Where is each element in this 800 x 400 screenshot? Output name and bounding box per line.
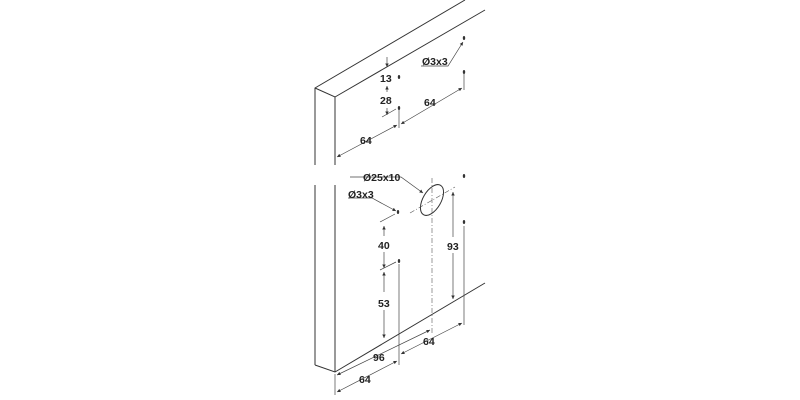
panel-outline — [314, 0, 486, 373]
cup-label: Ø25x10 — [363, 172, 401, 184]
dim-64-upper-edge: 64 — [360, 135, 372, 147]
dim-64-lower-edge: 64 — [359, 374, 371, 386]
lower-hole-label: Ø3x3 — [348, 189, 374, 201]
dim-93: 93 — [447, 241, 459, 253]
upper-dimensions — [336, 41, 465, 158]
hole-mark — [396, 210, 400, 214]
cup-hole — [409, 178, 456, 335]
hole-mark — [397, 259, 401, 263]
dim-96: 96 — [373, 352, 385, 364]
hole-mark — [462, 220, 466, 224]
dim-64-upper-horizontal: 64 — [424, 97, 436, 109]
upper-hole-label: Ø3x3 — [422, 56, 448, 68]
screw-holes — [396, 36, 466, 263]
hole-mark — [462, 70, 466, 74]
dim-13: 13 — [380, 73, 392, 85]
hole-mark — [462, 36, 466, 40]
hole-mark — [397, 75, 401, 79]
lower-dimensions — [334, 176, 465, 395]
dim-53: 53 — [378, 298, 390, 310]
dim-40: 40 — [378, 240, 390, 252]
dim-64-lower-horizontal: 64 — [423, 336, 435, 348]
hole-mark — [462, 174, 466, 178]
dim-28: 28 — [380, 95, 392, 107]
hole-mark — [397, 106, 401, 110]
